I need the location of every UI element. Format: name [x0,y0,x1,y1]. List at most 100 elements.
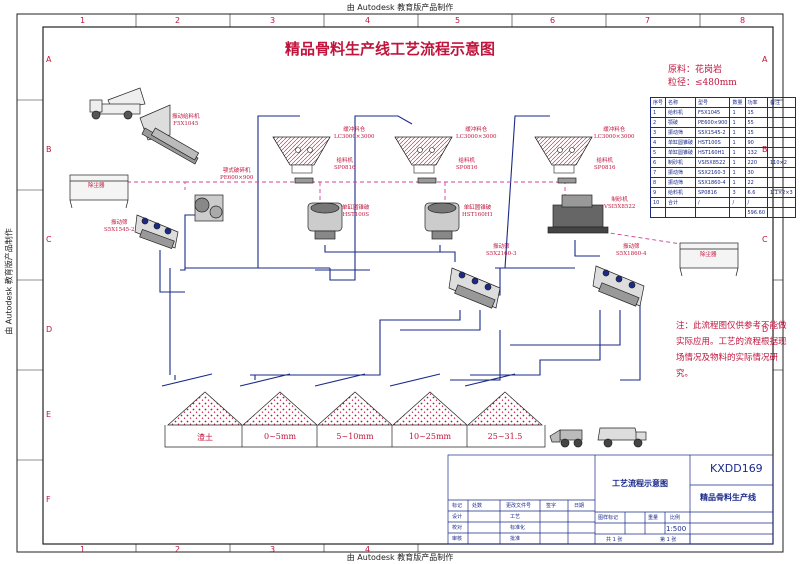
zone-ticks [17,14,783,552]
grid-row-A-right: A [762,55,768,64]
label-vsi-name: 制砂机 [611,197,628,203]
buffer-bin-1-icon [272,136,331,174]
grid-row-A-left: A [46,55,52,64]
grid-col-4-top: 4 [365,16,371,25]
label-dust1: 除尘器 [88,183,105,190]
vibrating-screen-2-icon [448,267,501,309]
equipment-table-cell: 3 [649,127,667,138]
grid-row-B-left: B [46,145,52,154]
raw-material-info: 原料：花岗岩 粒径：≤480mm [668,64,737,90]
equipment-table-cell [767,137,796,148]
label-cone2-name: 单缸圆锥破 [463,205,492,211]
equipment-table-cell: 4 [649,137,667,148]
label-bfeed1-name: 给料机 [336,158,353,164]
raw-material-size: 粒径：≤480mm [668,78,737,88]
label-screen3-name: 振动筛 [623,244,640,250]
equipment-table-cell: 90 [744,137,768,148]
cone-crusher-2-icon [424,202,460,240]
vibrating-screen-3-icon [592,265,645,307]
equipment-table-header-cell: 名称 [665,97,697,108]
sheet-number: 第 1 张 [660,537,677,543]
sheets-total: 共 1 张 [606,537,623,543]
equipment-table-cell: 596.60 [744,207,768,218]
vsi-sand-maker-icon [547,194,609,234]
watermark-left: 由 Autodesk 教育版产品制作 [4,228,14,335]
tb-role-review: 审核 [452,536,463,542]
grid-row-D-right: D [762,325,769,334]
bin-feeder-icons [294,177,577,184]
dump-truck-icon [89,87,146,120]
equipment-table-cell [767,147,796,158]
equipment-table-cell: 合计 [665,197,697,208]
equipment-table-cell: / [695,197,731,208]
title-block [447,454,774,545]
dust-collector-1-icon [69,174,129,209]
label-screen1-name: 振动筛 [111,220,128,226]
label-bin2-name: 缓冲料仓 [465,127,488,133]
equipment-table-cell: 55 [744,117,768,128]
tb-mid-2: 批准 [510,536,521,542]
label-screen3-model: S5X1860-4 [616,251,647,257]
pile-label-4: 10~25mm [408,432,452,441]
scale-value: 1:500 [666,525,687,533]
label-screen2-name: 振动筛 [493,244,510,250]
equipment-table-cell: 单缸圆锥破 [665,137,697,148]
equipment-table-cell: 5 [649,147,667,158]
label-feeder-name: 振动给料机 [172,114,200,120]
equipment-table-cell: 振动筛 [665,177,697,188]
project-name: 精品骨料生产线 [700,493,756,502]
equipment-table-cell [767,107,796,118]
haul-truck-icon [597,427,647,448]
label-dust2-name: 除尘器 [700,252,717,258]
label-vsi-model: VSI5X8522 [604,204,636,210]
buffer-bin-2-icon [394,136,453,174]
pile-label-2: 0~5mm [263,432,297,441]
equipment-table-cell: / [729,197,746,208]
tb-stage-0: 图样标记 [598,515,619,521]
equipment-table-cell: 1.1×2×3 [767,187,796,198]
equipment-table-cell [695,207,731,218]
label-feeder-model: F5X1045 [173,121,199,127]
raw-material-type: 原料：花岗岩 [668,65,723,75]
buffer-bin-3-icon [534,136,593,174]
equipment-table-row: 596.60 [649,207,796,218]
grid-col-7-top: 7 [645,16,651,25]
equipment-table-cell: S5X1545-2 [695,127,731,138]
equipment-table-cell [767,117,796,128]
equipment-table-cell: 22 [744,177,768,188]
jaw-crusher-icon [194,194,224,222]
tb-h-3: 签字 [546,503,557,509]
drawing-number: KXDD169 [710,462,763,475]
equipment-table-cell: S5X2160-3 [695,167,731,178]
equipment-table-cell: HST160H1 [695,147,731,158]
tb-role-check: 校对 [452,525,463,531]
label-bin3-name: 缓冲料仓 [603,127,626,133]
pile-label-5: 25~31.5 [487,432,523,441]
label-dust1-name: 除尘器 [88,183,105,189]
tb-h-2: 更改文件号 [506,503,532,509]
label-cone1-model: HST100S [342,212,370,218]
equipment-table-cell [649,207,667,218]
equipment-table-cell [729,207,746,218]
grid-row-C-left: C [46,235,52,244]
grid-col-4-bottom: 4 [365,545,371,554]
equipment-table-cell: 1 [729,107,746,118]
equipment-table-cell: 7 [649,167,667,178]
grid-col-2-top: 2 [175,16,181,25]
equipment-table-cell: 1 [729,147,746,158]
tb-role-design: 设计 [452,514,463,520]
equipment-table-header: 序号名称型号数量功率备注 [649,97,796,108]
equipment-table-cell [767,207,796,218]
equipment-table-cell: 1 [729,157,746,168]
equipment-table-cell [767,197,796,208]
label-bin1-name: 缓冲料仓 [343,127,366,133]
equipment-table-cell: 1 [729,177,746,188]
